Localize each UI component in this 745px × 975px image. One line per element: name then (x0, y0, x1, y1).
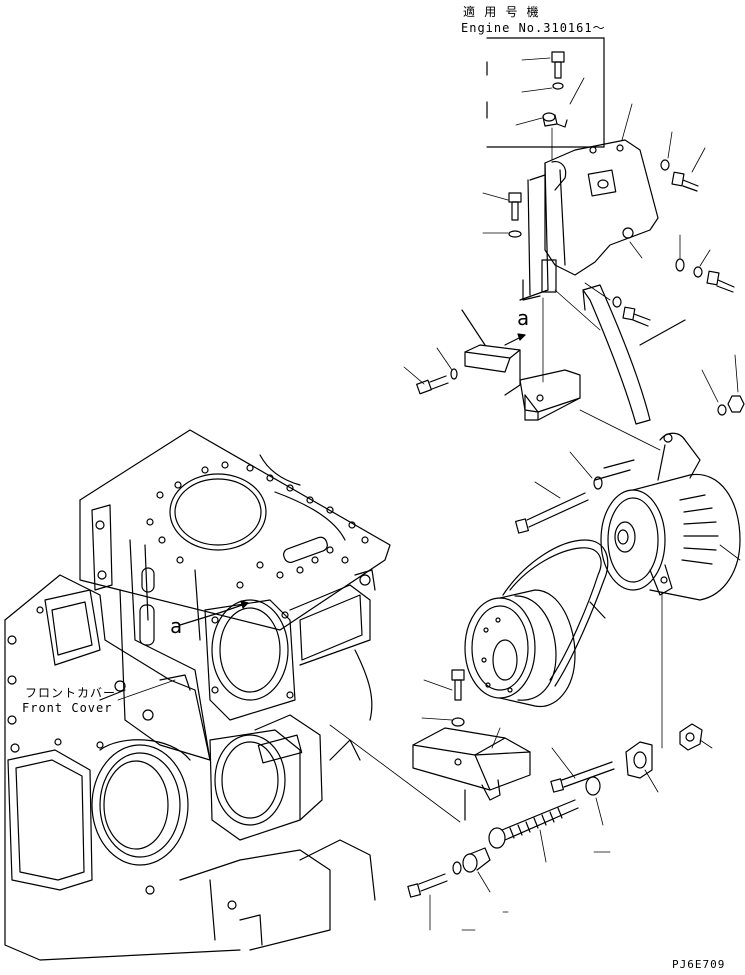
long-bolt-icon (515, 492, 589, 534)
washer-icon (593, 476, 603, 490)
drawing-code-label: PJ6E709 (672, 958, 726, 971)
lower-mount-block (412, 727, 531, 821)
front-cover-en-label: Front Cover (22, 701, 113, 715)
front-cover-leader (117, 679, 176, 701)
long-adjust-bolt-icon (488, 799, 579, 849)
washer-icon (451, 717, 465, 727)
leader-lines-alternator (534, 354, 741, 749)
alternator (594, 432, 741, 601)
collar-icon (462, 847, 491, 873)
bolt-icon (416, 375, 449, 395)
nut-icon (727, 395, 745, 413)
washer-icon (452, 861, 462, 875)
washer-icon (585, 776, 601, 796)
washer-icon (693, 266, 703, 278)
bolt-icon (706, 270, 735, 293)
adjusting-arm (582, 284, 686, 425)
engine-block (4, 429, 391, 961)
bracket-bolt-icon (551, 51, 565, 79)
nut-icon (679, 723, 703, 751)
bolt-icon (671, 171, 699, 192)
bolt-icon (622, 306, 651, 327)
applicability-bracket (486, 37, 605, 148)
upper-bracket-plate (519, 139, 659, 301)
washer-icon (612, 296, 622, 308)
pulley (464, 589, 576, 708)
clamp-block (625, 741, 653, 779)
front-cover-jp-label: フロントカバー (25, 686, 117, 700)
lower-support-bracket (461, 309, 581, 421)
washer-icon (508, 230, 522, 238)
adjust-bolt-icon (550, 761, 615, 793)
bolt-icon (508, 192, 522, 221)
leader-lines-top (515, 57, 585, 161)
detail-a-lower-label: a (170, 614, 184, 638)
detail-a-upper-label: a (517, 306, 531, 330)
washer-icon (675, 258, 685, 272)
washer-icon (717, 404, 727, 416)
washer-icon (450, 368, 458, 380)
leader-lines-bracket (482, 103, 711, 331)
washer-icon (552, 82, 564, 90)
leader-lines-adjust (429, 739, 713, 931)
bolt-icon (451, 669, 465, 701)
leader-lines-left-bolt (403, 297, 544, 385)
bolt-icon (407, 873, 448, 898)
v-belt (502, 539, 609, 687)
spacer-icon (542, 112, 568, 128)
engine-range-label: Engine No.310161～ (461, 21, 606, 35)
applicable-models-label: 適 用 号 機 (463, 5, 540, 19)
detail-a-lower-arrow (179, 600, 249, 626)
leader-lines-lower (329, 679, 501, 823)
washer-icon (660, 159, 670, 171)
detail-a-upper-arrow (504, 333, 526, 346)
